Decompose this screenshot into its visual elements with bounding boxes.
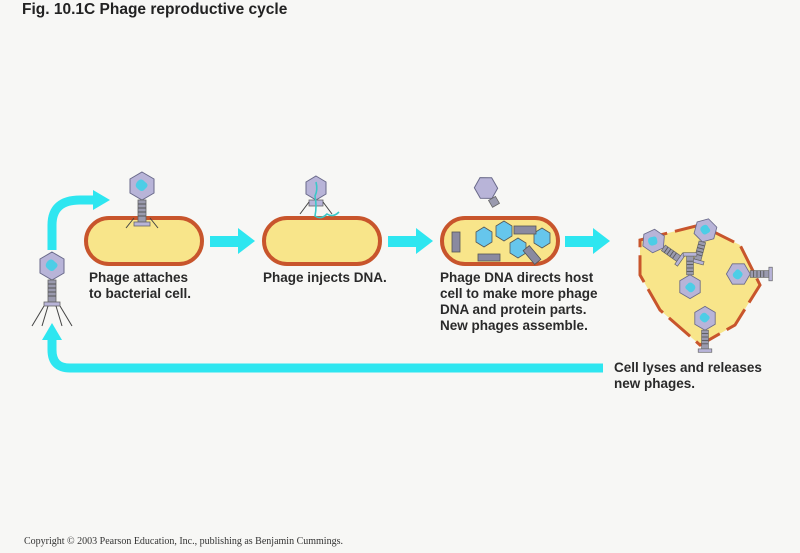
arrow-start-to-attach xyxy=(47,195,95,250)
free-phage-icon xyxy=(31,251,73,327)
step-label-lyse: Cell lyses and releases new phages. xyxy=(614,360,762,391)
arrow-head-4 xyxy=(593,228,610,254)
copyright-notice: Copyright © 2003 Pearson Education, Inc.… xyxy=(24,536,343,547)
arrow-lyse-to-start xyxy=(47,338,603,373)
empty-phage-coat-icon xyxy=(473,177,501,208)
step-label-attach: Phage attaches to bacterial cell. xyxy=(89,270,192,301)
arrow-head-3 xyxy=(416,228,433,254)
new-phage-parts xyxy=(451,220,551,266)
step-label-inject: Phage injects DNA. xyxy=(263,270,387,285)
figure-title: Fig. 10.1C Phage reproductive cycle xyxy=(22,1,288,18)
arrow-head-5 xyxy=(42,323,62,340)
arrow-replicate-to-lyse xyxy=(565,236,595,247)
bacterial-cell-2 xyxy=(262,216,382,266)
arrow-head-2 xyxy=(238,228,255,254)
attached-phage-icon xyxy=(125,171,159,229)
arrow-inject-to-replicate xyxy=(388,236,418,247)
arrow-attach-to-inject xyxy=(210,236,240,247)
step-label-replicate: Phage DNA directs host cell to make more… xyxy=(440,270,598,333)
injecting-phage-icon xyxy=(299,175,340,219)
arrow-head-1 xyxy=(93,190,110,210)
